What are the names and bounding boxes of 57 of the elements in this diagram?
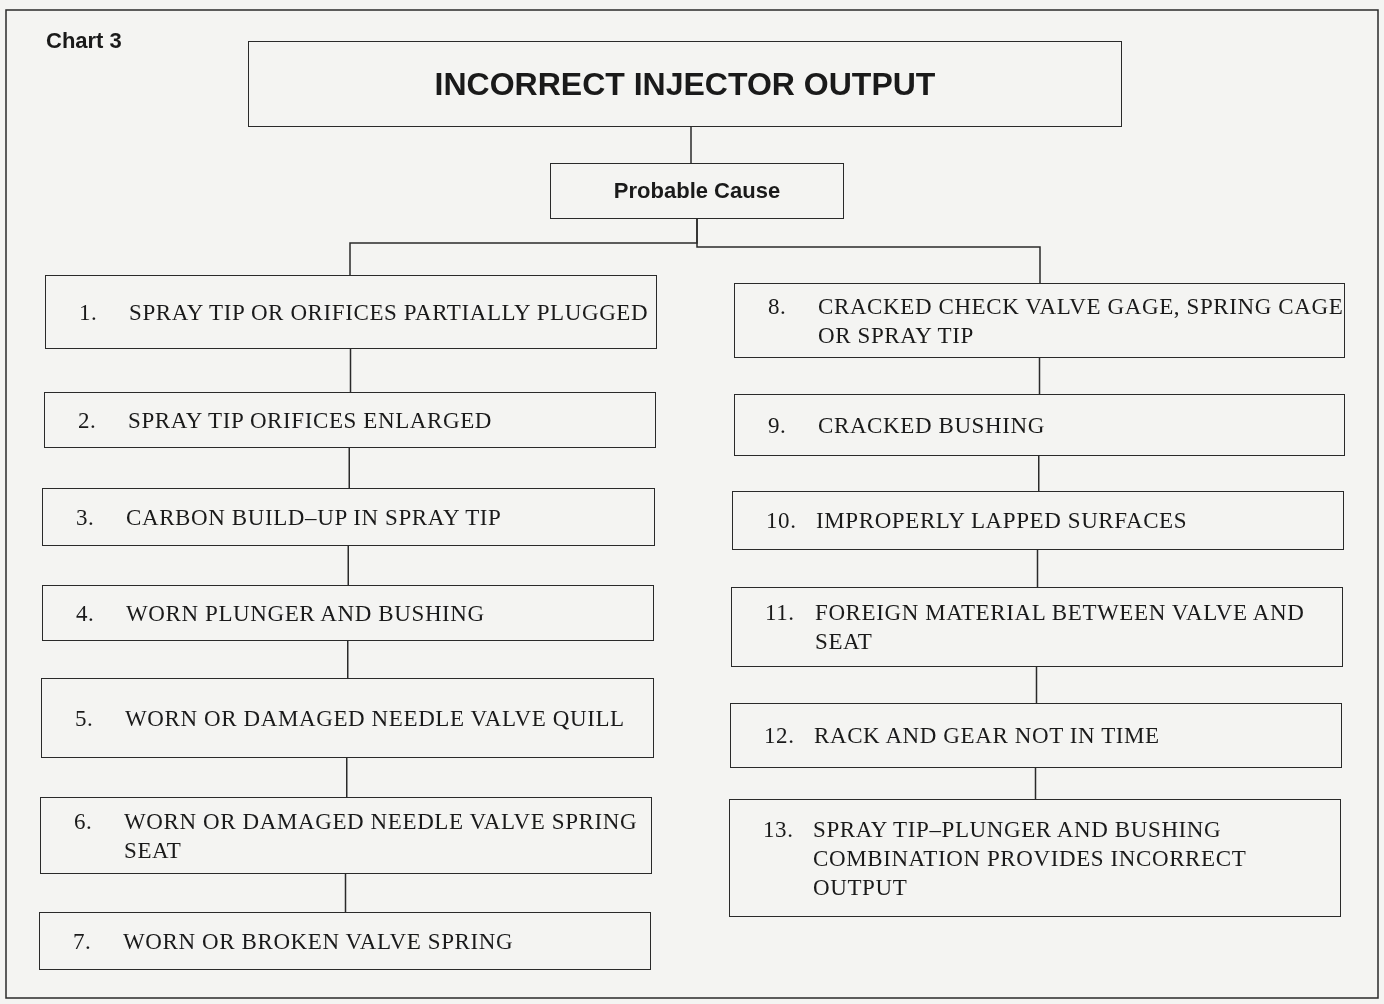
chart-number: Chart 3 [46, 28, 122, 54]
cause-box [42, 585, 654, 641]
heading-box [550, 163, 844, 219]
cause-number: 4. [76, 599, 96, 628]
cause-text: FOREIGN MATERIAL BETWEEN VALVE AND SEAT [815, 599, 1306, 656]
cause-number: 13. [763, 815, 795, 844]
cause-text: CRACKED CHECK VALVE GAGE, SPRING CAGE OR SPRAY TIP [818, 292, 1344, 350]
cause-number: 5. [75, 704, 95, 733]
connector-line [696, 218, 1041, 284]
cause-box [41, 678, 654, 758]
cause-number: 9. [768, 411, 788, 440]
cause-text: WORN OR BROKEN VALVE SPRING [123, 927, 514, 956]
title-box [248, 41, 1122, 127]
connector-line [348, 447, 350, 489]
cause-text: WORN OR DAMAGED NEEDLE VALVE SPRING SEAT [124, 807, 639, 865]
cause-text: IMPROPERLY LAPPED SURFACES [816, 507, 1188, 535]
connector-line [349, 348, 352, 393]
cause-box [731, 587, 1343, 667]
cause-text: RACK AND GEAR NOT IN TIME [814, 722, 1160, 750]
cause-number: 2. [78, 406, 98, 435]
cause-number: 12. [764, 722, 796, 750]
cause-box [734, 283, 1345, 358]
cause-box [734, 394, 1345, 456]
cause-box [39, 912, 651, 970]
cause-text: SPRAY TIP OR ORIFICES PARTIALLY PLUGGED [129, 298, 649, 327]
cause-text: SPRAY TIP–PLUNGER AND BUSHING COMBINATION PROVIDES INCORRECT OUTPUT [813, 815, 1247, 902]
connector-line [1034, 767, 1037, 800]
connector-line [347, 640, 349, 679]
cause-box [40, 797, 652, 874]
cause-number: 1. [79, 298, 99, 327]
connector-line [346, 757, 348, 798]
cause-box [42, 488, 655, 546]
connector-line [1036, 549, 1039, 588]
cause-text: WORN PLUNGER AND BUSHING [126, 599, 485, 628]
cause-text: WORN OR DAMAGED NEEDLE VALVE QUILL [125, 704, 625, 733]
cause-number: 3. [76, 503, 96, 532]
cause-number: 10. [766, 507, 798, 535]
connector-line [1038, 357, 1041, 395]
connector-line [347, 545, 349, 586]
connector-line [344, 873, 347, 913]
cause-box [729, 799, 1341, 917]
connector-line [1038, 455, 1040, 492]
cause-text: CARBON BUILD–UP IN SPRAY TIP [126, 503, 502, 532]
cause-number: 6. [74, 807, 94, 836]
cause-box [730, 703, 1342, 768]
cause-box [45, 275, 657, 349]
cause-box [732, 491, 1344, 550]
heading-text: Probable Cause [613, 178, 781, 204]
connector-line [690, 126, 692, 164]
connector-line [1035, 666, 1038, 704]
cause-number: 7. [73, 927, 93, 956]
cause-number: 11. [765, 599, 796, 627]
title-text: INCORRECT INJECTOR OUTPUT [434, 65, 936, 103]
cause-text: CRACKED BUSHING [818, 411, 1045, 440]
cause-box [44, 392, 656, 448]
cause-number: 8. [768, 292, 788, 321]
cause-text: SPRAY TIP ORIFICES ENLARGED [128, 406, 493, 435]
